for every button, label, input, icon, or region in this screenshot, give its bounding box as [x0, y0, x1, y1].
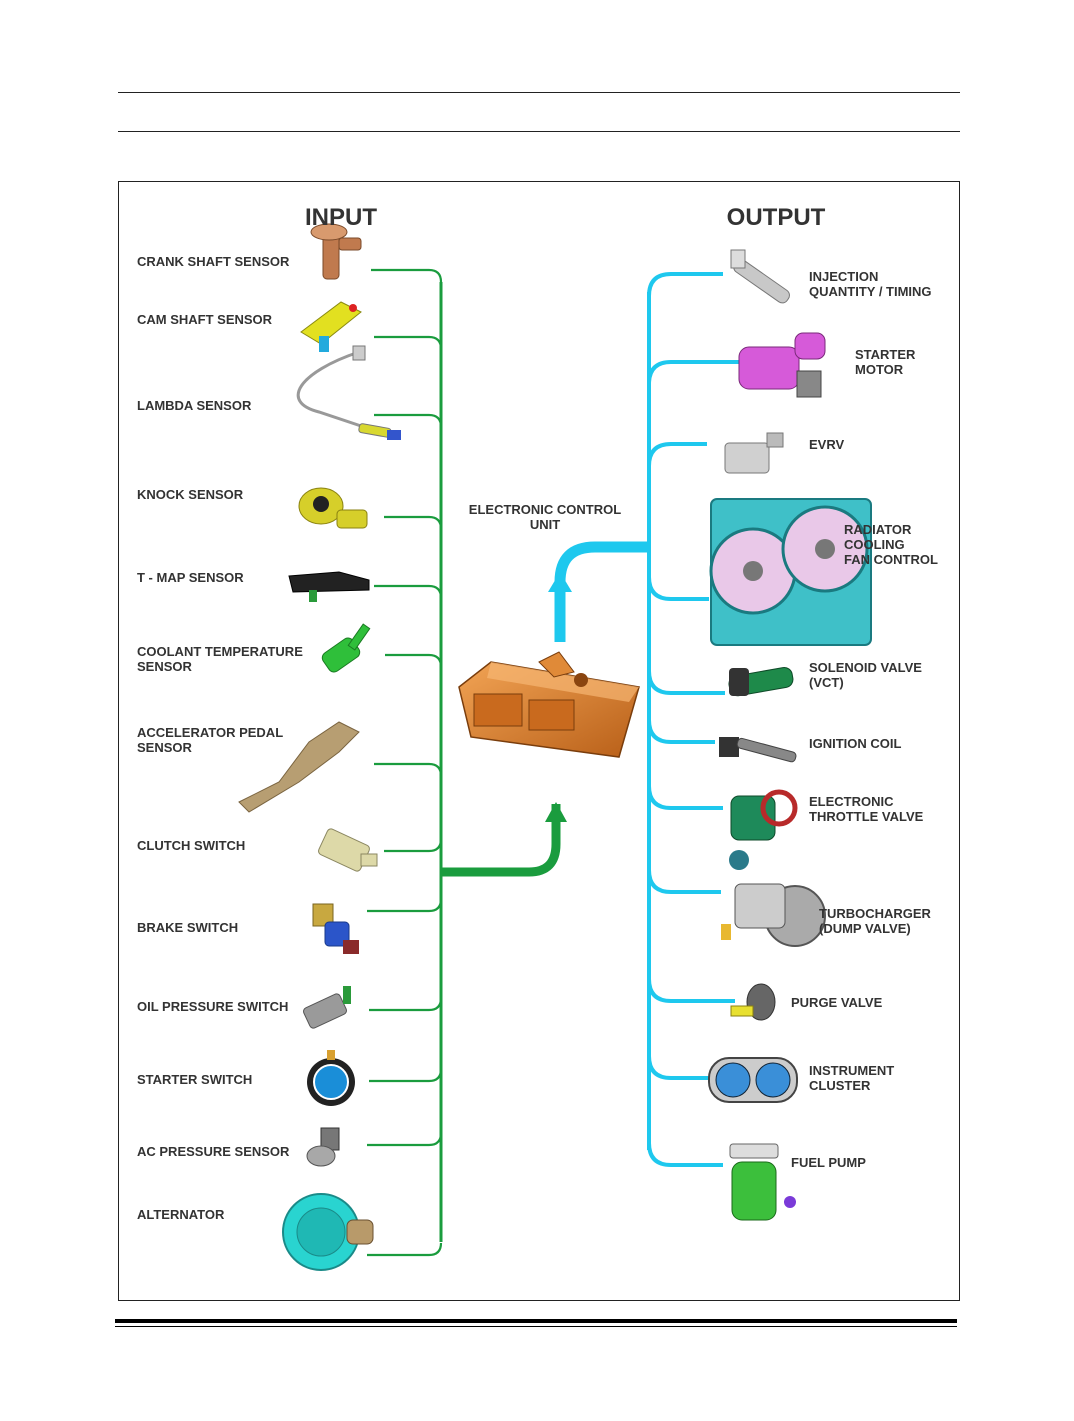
footer-rule-thin [115, 1326, 957, 1327]
input-label: KNOCK SENSOR [137, 487, 244, 502]
input-connector-line [374, 584, 443, 599]
ac-pressure-sensor-icon [306, 1127, 340, 1167]
output-connector-line [647, 978, 735, 1003]
output-connector-line [647, 442, 707, 467]
input-label: AC PRESSURE SENSOR [137, 1144, 290, 1159]
input-connector-line [367, 1242, 443, 1257]
input-trunk-line [441, 804, 561, 877]
output-label: INJECTION [809, 269, 878, 284]
coolant-temperature-sensor-icon [321, 623, 371, 673]
input-connector-line [369, 997, 443, 1012]
input-label: ACCELERATOR PEDAL [137, 725, 283, 740]
input-label: CAM SHAFT SENSOR [137, 312, 273, 327]
output-connector-line [647, 869, 721, 894]
input-label: STARTER SWITCH [137, 1072, 252, 1087]
ecu-icon [458, 651, 640, 758]
cam-shaft-sensor-icon [300, 301, 362, 352]
header-rule-bottom [118, 131, 960, 132]
output-label: QUANTITY / TIMING [809, 284, 932, 299]
input-label: ALTERNATOR [137, 1207, 225, 1222]
output-label: SOLENOID VALVE [809, 660, 922, 675]
input-connector-line [384, 515, 443, 530]
ecu-io-diagram: CRANK SHAFT SENSOR CAM SHAFT SENSOR LAMBDA… [137, 204, 938, 1271]
radiator-fan-icon [709, 498, 872, 646]
output-label: IGNITION COIL [809, 736, 902, 751]
output-label: CLUSTER [809, 1078, 871, 1093]
output-label: FAN CONTROL [844, 552, 938, 567]
output-arrow-head [548, 572, 572, 592]
output-label: (VCT) [809, 675, 844, 690]
t-map-sensor-icon [288, 571, 370, 602]
output-heading: OUTPUT [727, 204, 826, 231]
ignition-coil-icon [719, 737, 797, 763]
accelerator-pedal-sensor-icon [238, 721, 360, 813]
input-label: BRAKE SWITCH [137, 920, 238, 935]
input-label: CRANK SHAFT SENSOR [137, 254, 290, 269]
output-connector-line [647, 785, 723, 810]
output-label: COOLING [844, 537, 905, 552]
starter-switch-icon [307, 1050, 355, 1106]
input-connector-line [374, 762, 443, 777]
input-heading: INPUT [305, 204, 377, 231]
input-label: COOLANT TEMPERATURE [137, 644, 303, 659]
input-connector-line [367, 898, 443, 913]
oil-pressure-switch-icon [303, 986, 351, 1029]
starter-motor-icon [738, 332, 826, 398]
output-connector-line [647, 719, 715, 744]
throttle-valve-icon [730, 789, 798, 841]
clutch-switch-icon [318, 828, 378, 872]
output-label: THROTTLE VALVE [809, 809, 924, 824]
input-label: LAMBDA SENSOR [137, 398, 252, 413]
crank-shaft-sensor-icon [310, 223, 362, 280]
output-label: PURGE VALVE [791, 995, 883, 1010]
input-connector-line [367, 1132, 443, 1147]
input-label: T - MAP SENSOR [137, 570, 244, 585]
evrv-icon [724, 432, 784, 474]
input-label: OIL PRESSURE SWITCH [137, 999, 288, 1014]
output-connector-line [647, 272, 723, 297]
ecu-label-line1: ELECTRONIC CONTROL [469, 502, 621, 517]
output-connector-line [647, 1142, 723, 1167]
solenoid-valve-icon [728, 667, 794, 697]
fuel-pump-icon [729, 1143, 796, 1221]
output-label: TURBOCHARGER [819, 906, 932, 921]
header-rule-top [118, 92, 960, 93]
ecu-label-line2: UNIT [530, 517, 560, 532]
input-label: SENSOR [137, 740, 193, 755]
output-label: STARTER [855, 347, 916, 362]
output-label: INSTRUMENT [809, 1063, 894, 1078]
input-arrow-head [545, 802, 567, 822]
output-connector-line [647, 576, 709, 601]
input-label: SENSOR [137, 659, 193, 674]
input-connector-line [374, 413, 443, 428]
input-connector-line [384, 838, 443, 853]
input-label: CLUTCH SWITCH [137, 838, 245, 853]
knock-sensor-icon [298, 487, 368, 529]
footer-rule-thick [115, 1319, 957, 1323]
input-connector-line [385, 653, 443, 668]
output-connector-line [647, 670, 725, 695]
turbocharger-icon [721, 850, 826, 947]
instrument-cluster-icon [708, 1057, 798, 1103]
output-label: (DUMP VALVE) [819, 921, 911, 936]
purge-valve-icon [730, 983, 776, 1021]
output-label: EVRV [809, 437, 844, 452]
diagram-frame: CRANK SHAFT SENSOR CAM SHAFT SENSOR LAMBDA… [118, 181, 960, 1301]
input-connector-line [369, 1068, 443, 1083]
alternator-icon [282, 1193, 374, 1271]
lambda-sensor-icon [296, 345, 401, 440]
output-connector-line [647, 1055, 713, 1080]
injector-icon [730, 249, 790, 304]
input-connector-line [374, 335, 443, 350]
output-label: ELECTRONIC [809, 794, 894, 809]
output-label: MOTOR [855, 362, 904, 377]
output-connector-line [647, 360, 745, 385]
input-connector-line [371, 268, 443, 283]
output-label: FUEL PUMP [791, 1155, 866, 1170]
output-label: RADIATOR [844, 522, 912, 537]
output-trunk-line [554, 541, 649, 642]
brake-switch-icon [312, 903, 359, 954]
